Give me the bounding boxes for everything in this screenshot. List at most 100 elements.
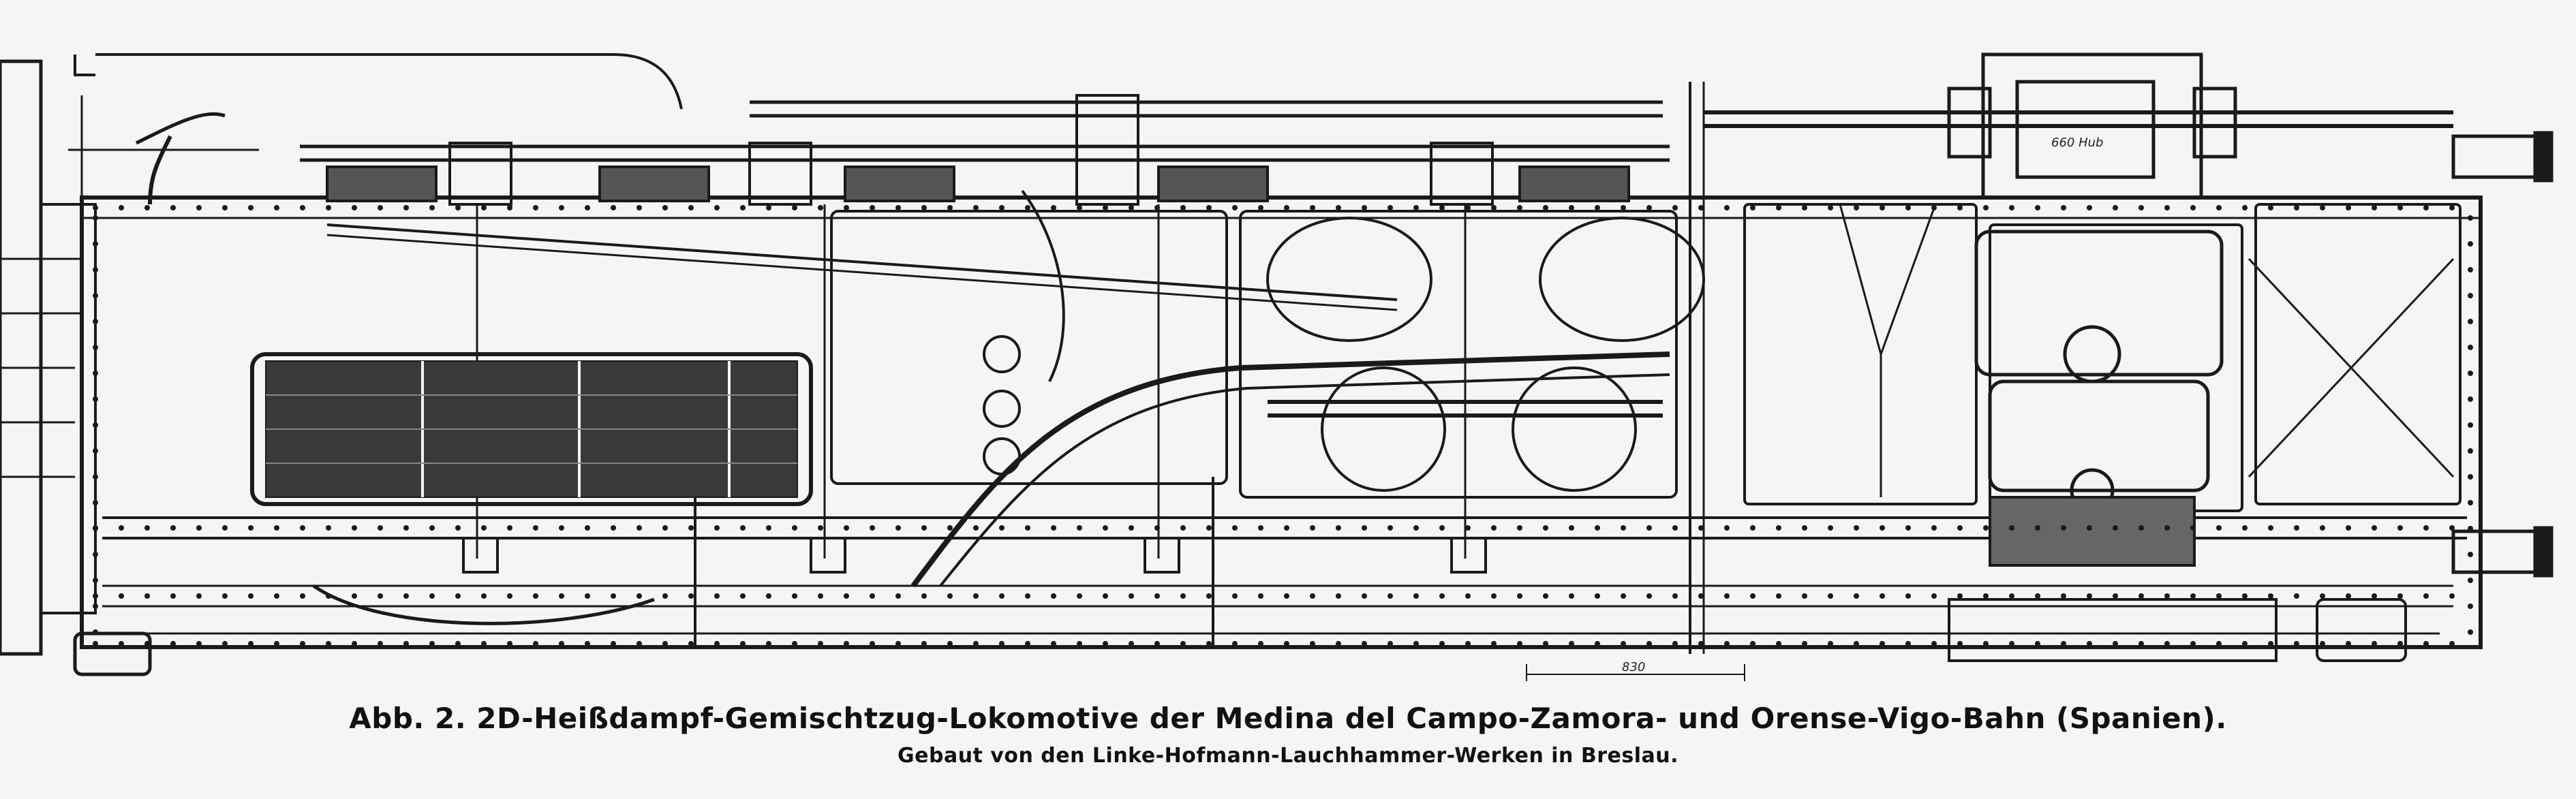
rivet (1103, 205, 1108, 210)
rivet (2113, 525, 2118, 531)
rivet (1828, 593, 1833, 599)
rivet (2468, 215, 2473, 221)
rivet (1491, 205, 1497, 210)
rivet (766, 525, 771, 531)
rivet (2164, 525, 2170, 531)
rivet (352, 593, 357, 599)
rivet (662, 205, 668, 210)
buffers (2451, 131, 2554, 578)
rivet (714, 205, 720, 210)
rivet (93, 448, 98, 454)
rivet (1413, 525, 1419, 531)
rivet (378, 593, 383, 599)
rivet (1672, 593, 1678, 599)
rivet (585, 525, 590, 531)
rivet-rows (93, 205, 2473, 646)
rivet (93, 371, 98, 376)
rivet (1698, 593, 1704, 599)
rivet (1931, 593, 1937, 599)
rivet (895, 641, 901, 646)
rivet (93, 593, 98, 599)
rivet (507, 205, 512, 210)
rivet (1206, 525, 1212, 531)
rivet (2138, 593, 2144, 599)
rivet (844, 205, 849, 210)
rivet (1413, 593, 1419, 599)
rivet (1129, 205, 1134, 210)
rivet (1621, 525, 1626, 531)
rivet (766, 593, 771, 599)
rivet (1025, 525, 1030, 531)
rivet (1957, 641, 1963, 646)
rivet (559, 205, 564, 210)
rivet (1077, 641, 1082, 646)
rivet (1983, 205, 1989, 210)
rivet (1336, 525, 1341, 531)
rivet (1880, 205, 1885, 210)
rivet (1698, 525, 1704, 531)
rivet (93, 604, 98, 609)
rivet (1543, 205, 1548, 210)
rivet (2164, 641, 2170, 646)
rivet (1232, 525, 1238, 531)
rivet (2216, 593, 2222, 599)
rivet (2190, 641, 2196, 646)
rivet (2468, 396, 2473, 402)
rivet (2468, 526, 2473, 531)
rivet (1077, 205, 1082, 210)
rivet (818, 525, 823, 531)
rivet (2468, 500, 2473, 505)
rivet (1931, 525, 1937, 531)
rivet (559, 525, 564, 531)
rivet (1724, 525, 1730, 531)
rivet (844, 525, 849, 531)
rivet (1724, 593, 1730, 599)
rivet (1802, 525, 1807, 531)
rivet (1802, 205, 1807, 210)
rivet (2320, 641, 2325, 646)
rivet (844, 593, 849, 599)
rivet (611, 525, 616, 531)
rivet (2468, 629, 2473, 635)
rivet (1905, 593, 1911, 599)
rivet (352, 205, 357, 210)
rivet (2061, 593, 2066, 599)
rivet (870, 641, 875, 646)
rivet (1387, 593, 1393, 599)
dimension-label: 830 (1622, 660, 1645, 674)
rivet (429, 641, 435, 646)
rivet (1854, 641, 1859, 646)
rivet (2113, 593, 2118, 599)
rivet (1724, 641, 1730, 646)
rivet (1051, 205, 1056, 210)
rivet (481, 593, 487, 599)
rivet (1025, 641, 1030, 646)
rivet (1957, 525, 1963, 531)
rivet (196, 525, 202, 531)
rivet (1103, 641, 1108, 646)
firebox-grate (250, 352, 813, 506)
rivet (1828, 205, 1833, 210)
rivet (2164, 205, 2170, 210)
rivet (973, 205, 979, 210)
rivet (662, 593, 668, 599)
rivet (2087, 525, 2092, 531)
rivet (2035, 593, 2040, 599)
rivet (2397, 641, 2403, 646)
rivet (2216, 525, 2222, 531)
rivet (1154, 641, 1160, 646)
rivet (455, 205, 461, 210)
rivet (352, 641, 357, 646)
rivet (1646, 525, 1652, 531)
rivet (1931, 205, 1937, 210)
rivet (1439, 525, 1445, 531)
rivet (1854, 205, 1859, 210)
rivet (1465, 593, 1471, 599)
rivet (585, 593, 590, 599)
rivet (999, 593, 1005, 599)
rivet (2372, 205, 2377, 210)
rivet (1206, 593, 1212, 599)
rivet (93, 345, 98, 350)
rivet (1880, 641, 1885, 646)
rivet (93, 215, 98, 221)
